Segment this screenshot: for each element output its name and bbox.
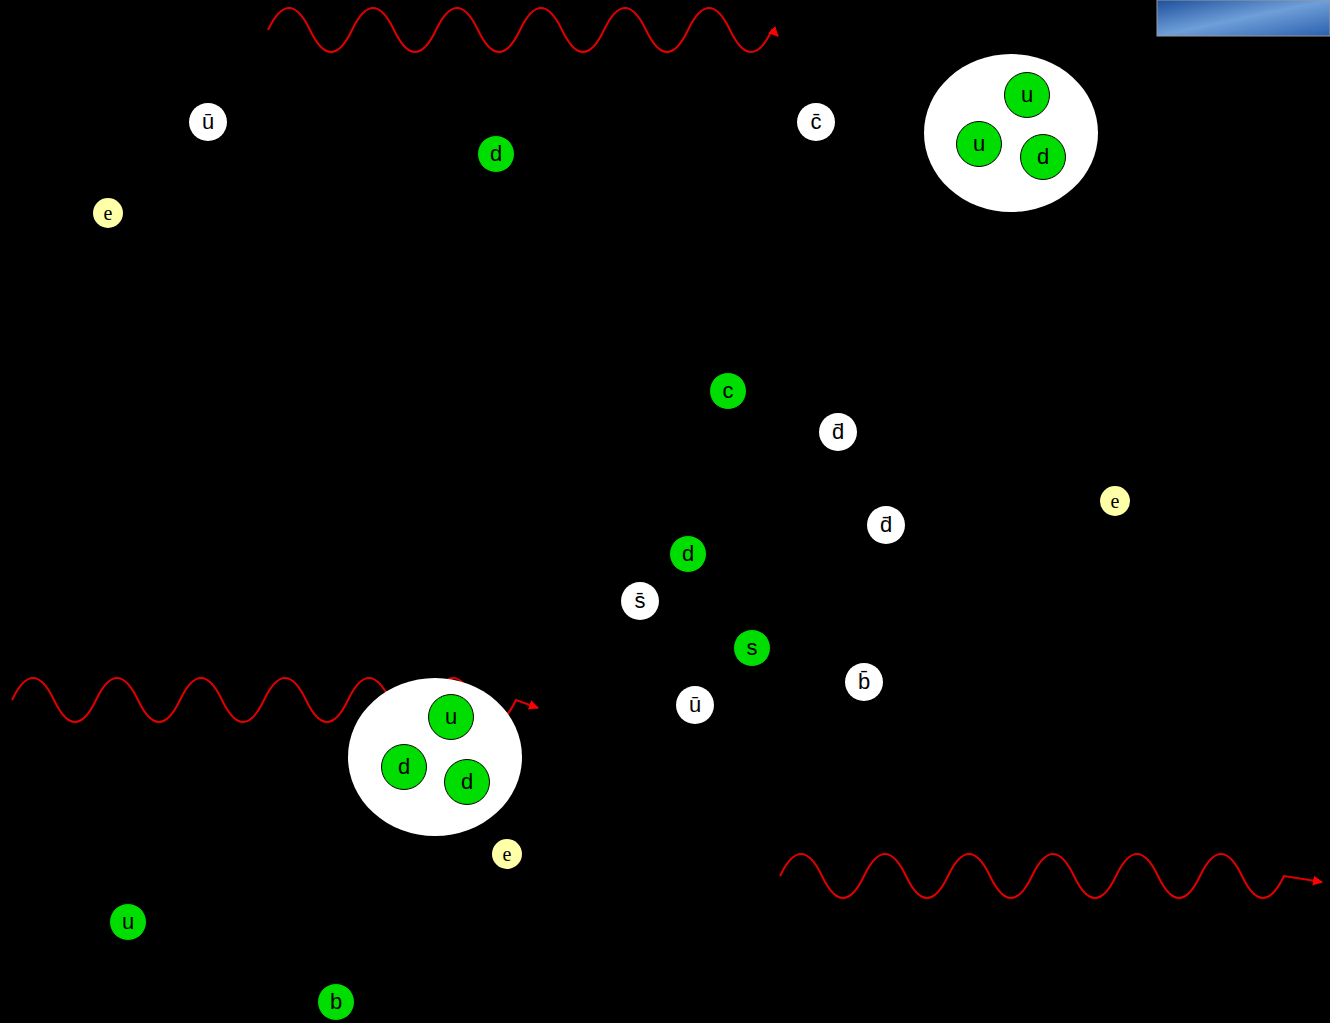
particle-symbol: c — [723, 380, 734, 402]
particle-symbol: c̄ — [811, 111, 822, 133]
particle-symbol: u — [445, 706, 457, 728]
quark-circle: u — [109, 903, 147, 941]
quark-circle: u — [428, 694, 474, 740]
hadron-ellipse: u u d — [924, 54, 1098, 212]
quark-circle: u — [1004, 72, 1050, 118]
antiquark-circle: d̄ — [867, 506, 905, 544]
photon-wave — [268, 8, 778, 52]
particle-symbol: e — [104, 203, 113, 223]
particle-symbol: s — [747, 637, 758, 659]
particle-symbol: d — [1037, 146, 1049, 168]
particle-symbol: b — [330, 991, 342, 1013]
electron-circle: e — [492, 839, 522, 869]
particle-symbol: d — [490, 143, 502, 165]
antiquark-circle: s̄ — [621, 582, 659, 620]
particle-symbol: e — [503, 844, 512, 864]
electron-circle: e — [93, 198, 123, 228]
particle-symbol: s̄ — [635, 590, 646, 612]
antiquark-circle: b̄ — [845, 663, 883, 701]
particle-symbol: d — [461, 771, 473, 793]
quark-circle: d — [1020, 134, 1066, 180]
antiquark-circle: d̄ — [819, 413, 857, 451]
particle-symbol: d̄ — [880, 514, 892, 536]
hadron-ellipse: u d d — [348, 678, 522, 836]
photon-wave — [780, 854, 1322, 898]
antiquark-circle: ū — [676, 686, 714, 724]
antiquark-circle: ū — [189, 103, 227, 141]
quark-circle: s — [733, 629, 771, 667]
image-fragment — [1157, 0, 1330, 36]
particle-symbol: u — [122, 911, 134, 933]
electron-circle: e — [1100, 486, 1130, 516]
antiquark-circle: c̄ — [797, 103, 835, 141]
particle-symbol: d — [682, 543, 694, 565]
particle-symbol: d — [398, 756, 410, 778]
quark-circle: c — [709, 372, 747, 410]
particle-symbol: ū — [202, 111, 214, 133]
quark-circle: d — [477, 135, 515, 173]
quark-circle: d — [444, 759, 490, 805]
quark-circle: d — [381, 744, 427, 790]
particle-symbol: b̄ — [858, 671, 870, 693]
quark-circle: u — [956, 121, 1002, 167]
particle-symbol: d̄ — [832, 421, 844, 443]
particle-symbol: u — [1021, 84, 1033, 106]
particle-symbol: ū — [689, 694, 701, 716]
quark-circle: d — [669, 535, 707, 573]
particle-symbol: e — [1111, 491, 1120, 511]
quark-circle: b — [317, 983, 355, 1021]
particle-symbol: u — [973, 133, 985, 155]
